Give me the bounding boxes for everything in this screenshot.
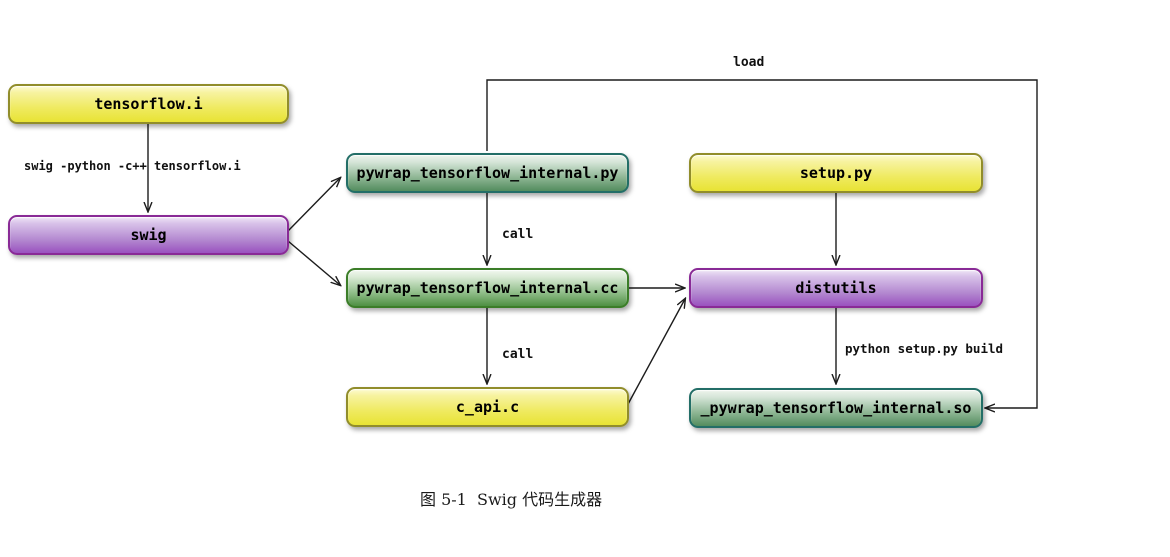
node-pywrap-tensorflow-internal-cc: pywrap_tensorflow_internal.cc: [346, 268, 629, 308]
edge-label-load: load: [733, 55, 765, 70]
edge-label-call-cc-capi: call: [502, 347, 534, 362]
arrow-capi-to-distutils: [626, 299, 685, 407]
arrow-swig-to-pywrap-py: [287, 178, 340, 232]
arrow-swig-to-pywrap-cc: [287, 240, 340, 285]
node-c-api-c: c_api.c: [346, 387, 629, 427]
node-pywrap-tensorflow-internal-py: pywrap_tensorflow_internal.py: [346, 153, 629, 193]
node-swig: swig: [8, 215, 289, 255]
edge-label-python-setup-build: python setup.py build: [845, 341, 1004, 356]
figure-caption: 图 5-1 Swig 代码生成器: [420, 490, 603, 509]
arrow-load-py-to-so: [486, 79, 1038, 408]
node-setup-py: setup.py: [689, 153, 983, 193]
edge-label-swig-command: swig -python -c++ tensorflow.i: [24, 159, 241, 173]
node-distutils: distutils: [689, 268, 983, 308]
edge-label-call-py-cc: call: [502, 227, 534, 242]
node-tensorflow-i: tensorflow.i: [8, 84, 289, 124]
node-pywrap-tensorflow-internal-so: _pywrap_tensorflow_internal.so: [689, 388, 983, 428]
